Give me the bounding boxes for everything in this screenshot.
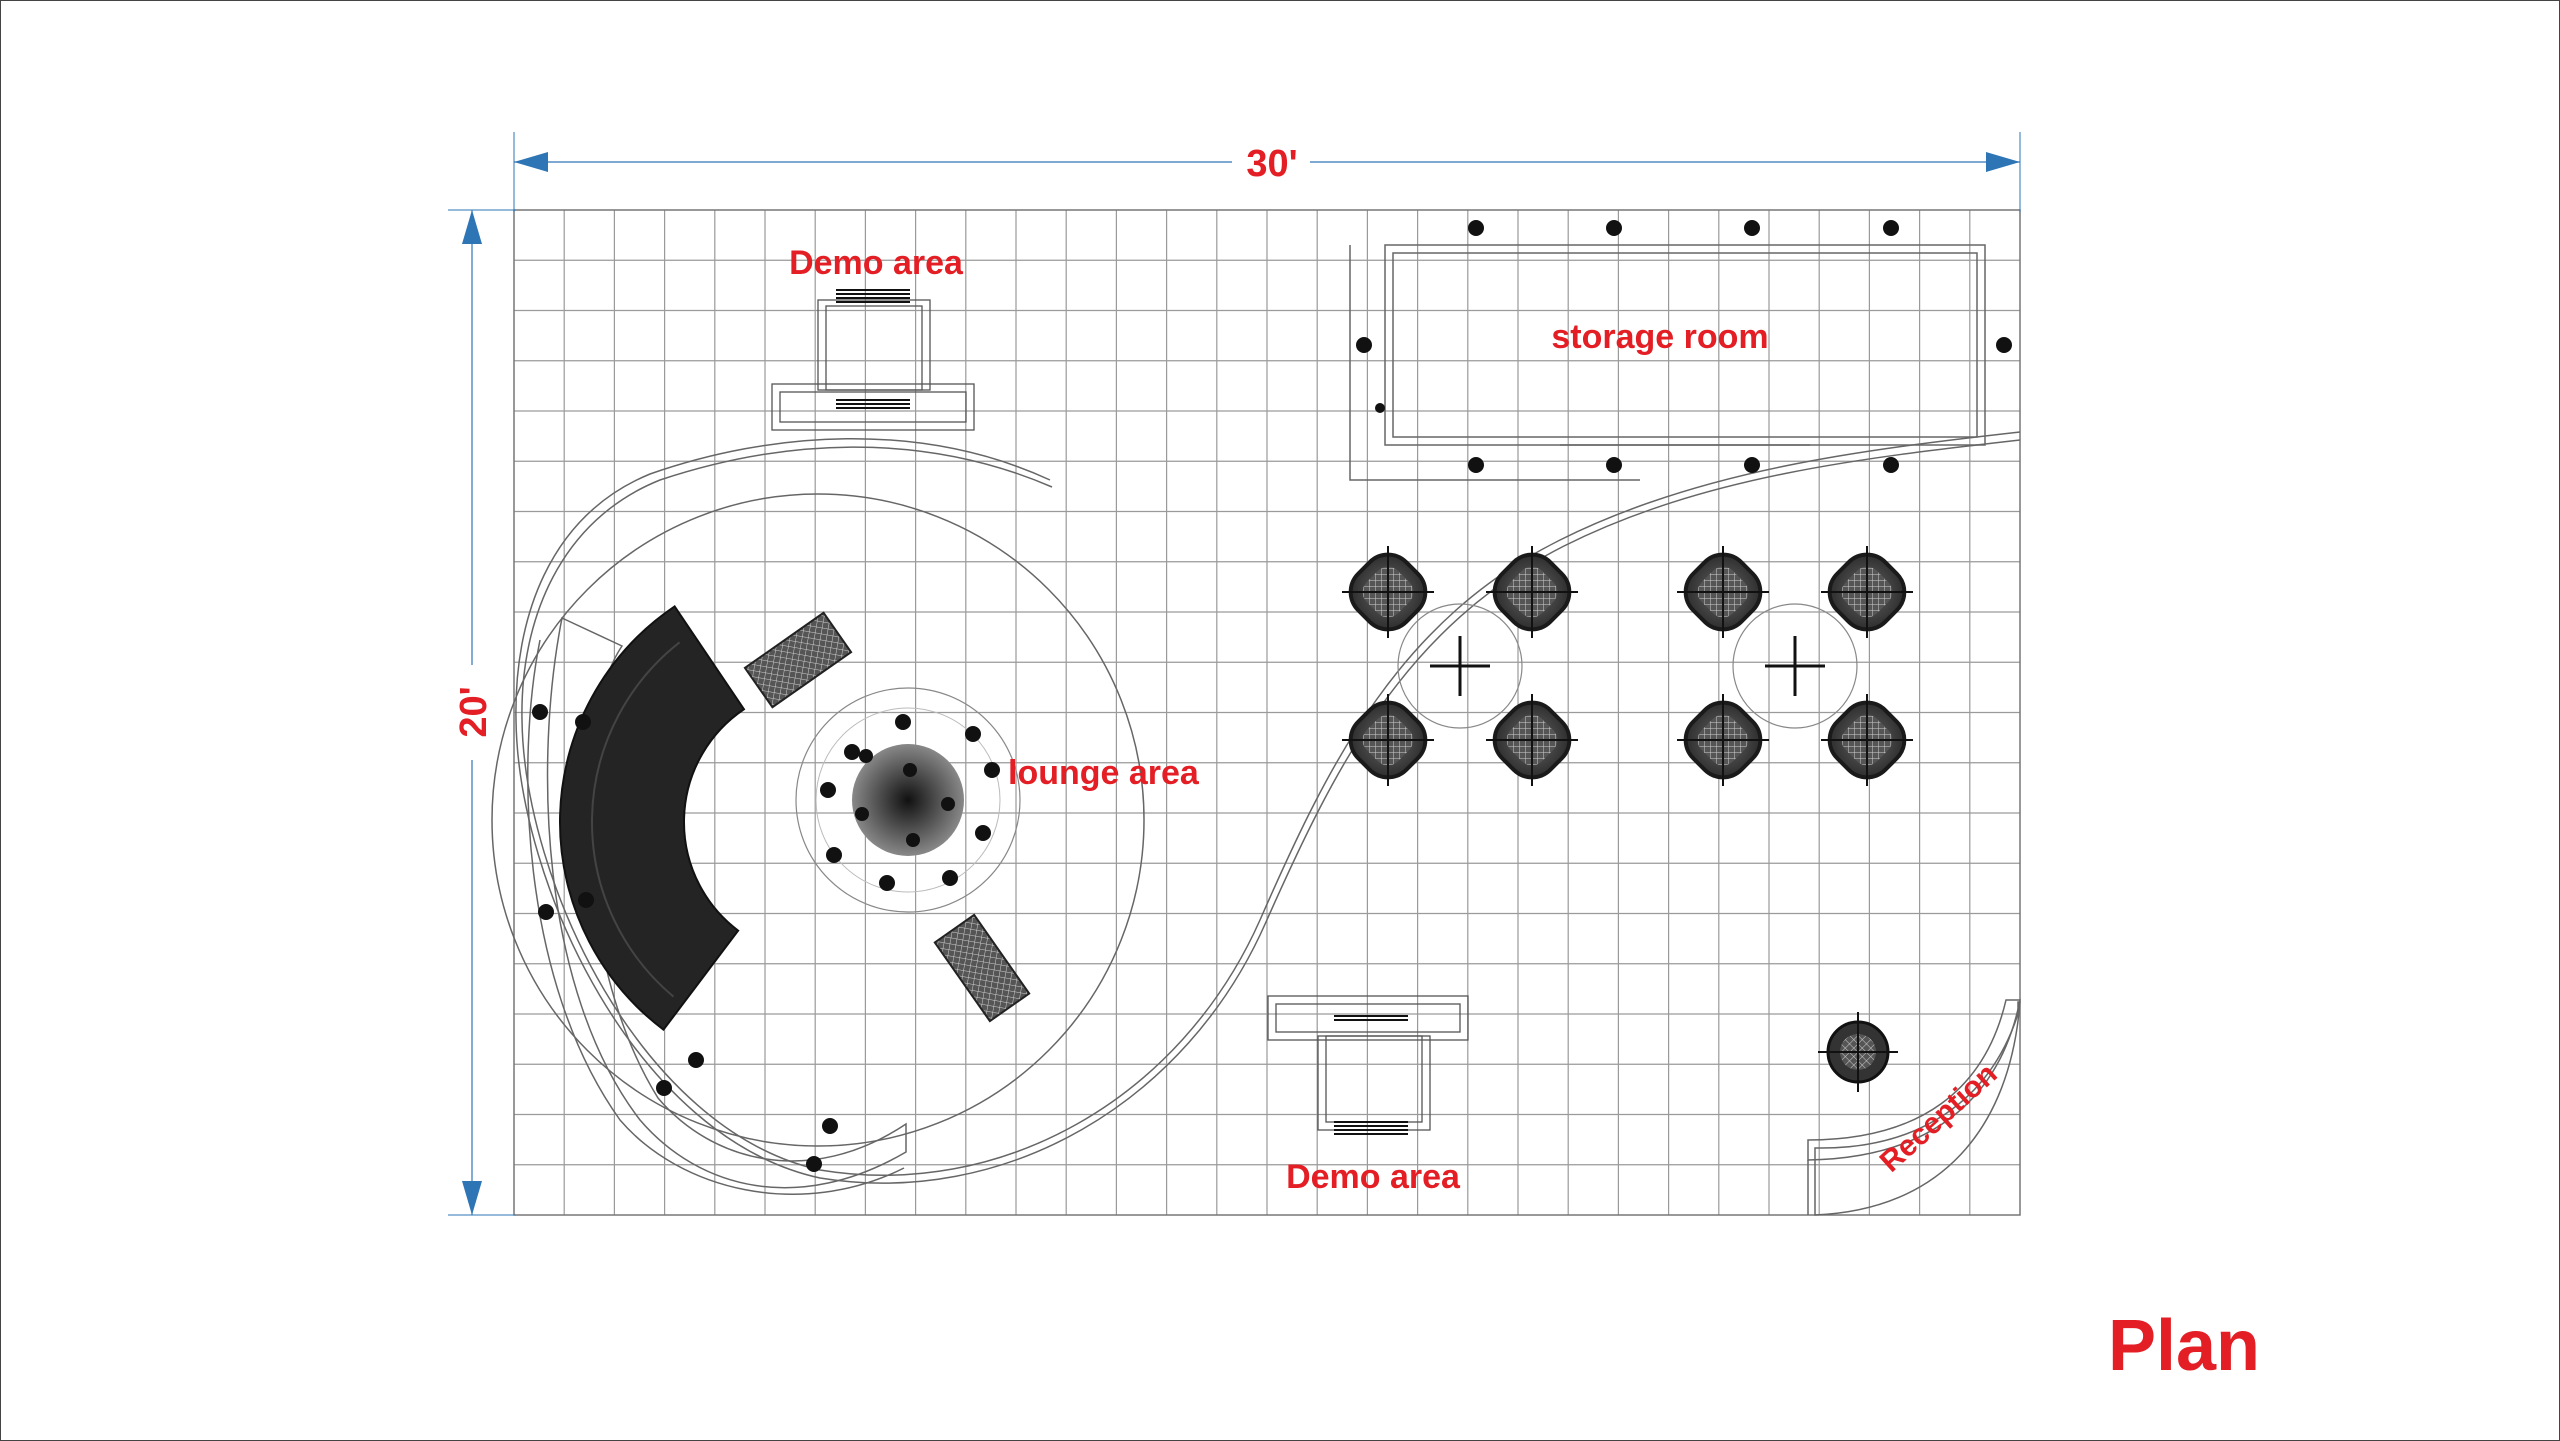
arrow-up-icon — [462, 210, 482, 244]
sofa-cushion-bottom — [933, 913, 1031, 1023]
demo-keyboard-bottom — [1334, 1015, 1408, 1135]
cafe-seating — [1342, 546, 1913, 786]
cafe-set-2 — [1677, 546, 1913, 786]
reception-label: Reception — [1874, 1057, 2004, 1179]
width-label: 30' — [1246, 143, 1297, 185]
reception-chair — [1818, 1012, 1898, 1092]
storage-posts — [1356, 220, 2012, 473]
demo-area-top-label: Demo area — [789, 244, 964, 282]
lounge-table — [795, 687, 1021, 913]
lounge-area-label: lounge area — [1008, 754, 1200, 792]
arrow-right-icon — [1986, 152, 2020, 172]
booth-outline — [513, 209, 2021, 1216]
lounge-posts — [532, 704, 838, 1172]
sofa-cushion-top — [743, 611, 853, 709]
arrow-left-icon — [514, 152, 548, 172]
floor-grid — [514, 210, 2020, 1215]
storage-room-label: storage room — [1551, 318, 1768, 356]
cafe-set-1 — [1342, 546, 1578, 786]
reception-desk — [1807, 999, 2021, 1216]
page-title: Plan — [2108, 1306, 2260, 1386]
height-label: 20' — [453, 686, 495, 737]
width-dimension: 30' — [513, 132, 2021, 212]
lounge-inner-circle — [491, 493, 1145, 1147]
height-dimension: 20' — [448, 209, 516, 1216]
s-curve-divider — [521, 431, 2021, 1177]
curved-sofa — [558, 605, 1031, 1032]
demo-keyboard-top — [836, 289, 910, 409]
demo-area-bottom-label: Demo area — [1286, 1158, 1461, 1196]
storage-room — [1349, 244, 1986, 481]
demo-station-top — [771, 299, 975, 431]
arrow-down-icon — [462, 1181, 482, 1215]
lounge-outer-arc — [521, 446, 1053, 721]
